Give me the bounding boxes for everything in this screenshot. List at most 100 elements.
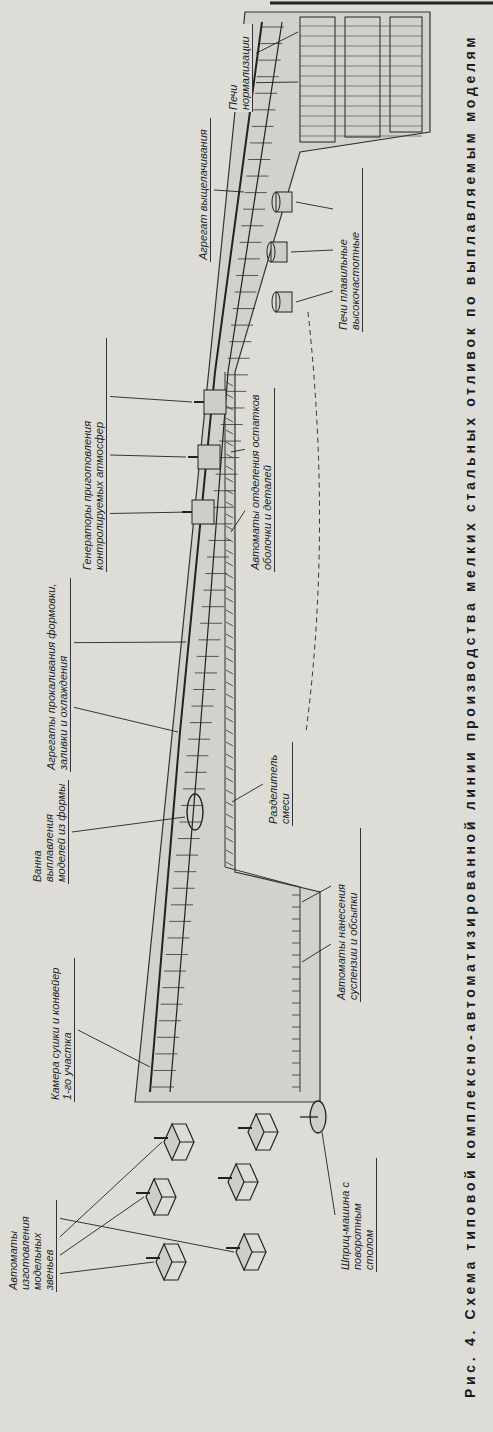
- roller-stroke: [300, 26, 422, 27]
- hanger-stroke: [152, 1087, 174, 1088]
- hanger-stroke: [200, 623, 222, 624]
- rack-stroke: [292, 1015, 300, 1016]
- automaton-machine: [244, 1182, 258, 1183]
- automaton-machine: [228, 1164, 244, 1200]
- leader-line: [60, 1262, 154, 1274]
- rack-stroke: [226, 574, 233, 578]
- rack-stroke: [226, 442, 233, 446]
- rack-stroke: [226, 730, 233, 734]
- hanger-stroke: [195, 672, 217, 673]
- callout-label: Шприц-машина с поворотным столом: [338, 1158, 377, 1272]
- furnace-body: [390, 17, 422, 132]
- leader-line: [60, 1142, 162, 1237]
- rack-stroke: [226, 454, 233, 458]
- generator-box: [192, 500, 214, 524]
- hanger-stroke: [197, 656, 219, 657]
- hanger-stroke: [252, 126, 274, 127]
- rack-stroke: [292, 931, 300, 932]
- rack-stroke: [226, 742, 233, 746]
- hanger-stroke: [240, 242, 262, 243]
- hanger-stroke: [154, 1070, 176, 1071]
- hanger-stroke: [169, 921, 191, 922]
- hanger-stroke: [161, 1004, 183, 1005]
- roller-stroke: [300, 116, 422, 117]
- hanger-stroke: [226, 374, 248, 375]
- roller-stroke: [300, 96, 422, 97]
- callout-label: Генераторы приготовления контролируемых …: [80, 338, 107, 572]
- leader-line: [232, 784, 263, 802]
- automaton-machine: [156, 1244, 172, 1280]
- rack-stroke: [292, 1027, 300, 1028]
- automaton-machine: [218, 1177, 232, 1179]
- hanger-stroke: [198, 639, 220, 640]
- hanger-stroke: [205, 573, 227, 574]
- roller-stroke: [300, 66, 422, 67]
- automaton-machine: [136, 1192, 150, 1194]
- leader-line: [296, 291, 333, 302]
- automaton-machine: [226, 1247, 240, 1249]
- hanger-stroke: [247, 176, 269, 177]
- automaton-machine: [154, 1137, 168, 1139]
- callout-label: Автоматы изготовления модельных звеньев: [6, 1200, 57, 1292]
- hanger-stroke: [217, 457, 239, 458]
- turn-wheel: [187, 794, 203, 830]
- hanger-stroke: [219, 441, 241, 442]
- automaton-machine: [146, 1179, 162, 1215]
- roller-stroke: [300, 136, 422, 137]
- automaton-machine: [236, 1164, 258, 1200]
- rack-stroke: [226, 646, 233, 650]
- leader-line: [74, 707, 178, 732]
- leader-line: [110, 397, 192, 403]
- hanger-stroke: [238, 258, 260, 259]
- leader-line: [256, 82, 298, 84]
- hanger-stroke: [209, 540, 231, 541]
- callout-label: Камера сушки и конвейер 1-го участка: [48, 958, 75, 1102]
- rack-stroke: [226, 802, 233, 806]
- hanger-stroke: [245, 192, 267, 193]
- hanger-stroke: [204, 590, 226, 591]
- callout-label: Печи плавильные высокочастотные: [336, 168, 363, 332]
- automaton-machine: [252, 1252, 266, 1253]
- rack-stroke: [226, 610, 233, 614]
- rack-stroke: [226, 838, 233, 842]
- hanger-stroke: [260, 43, 282, 44]
- callout-label: Агрегат выщелачивания: [196, 118, 211, 262]
- automaton-machine: [236, 1234, 252, 1270]
- rack-stroke: [226, 394, 233, 398]
- callout-label: Автоматы нанесения суспензии и обсыпки: [334, 828, 361, 1002]
- rack-stroke: [226, 706, 233, 710]
- melting-furnace: [267, 242, 275, 262]
- hanger-stroke: [183, 788, 205, 789]
- leader-line: [214, 190, 244, 192]
- hanger-stroke: [164, 971, 186, 972]
- rack-stroke: [226, 406, 233, 410]
- automaton-machine: [164, 1124, 180, 1160]
- rack-stroke: [226, 658, 233, 662]
- line-outline: [135, 12, 430, 1102]
- hanger-stroke: [224, 391, 246, 392]
- leader-line: [302, 886, 331, 902]
- hanger-stroke: [174, 871, 196, 872]
- roller-stroke: [300, 46, 422, 47]
- rack-stroke: [226, 418, 233, 422]
- rack-stroke: [292, 1075, 300, 1076]
- rack-stroke: [292, 1051, 300, 1052]
- hanger-stroke: [178, 838, 200, 839]
- roller-stroke: [300, 86, 422, 87]
- generator-box: [194, 401, 204, 403]
- hanger-stroke: [262, 27, 284, 28]
- roller-stroke: [300, 106, 422, 107]
- hanger-stroke: [176, 855, 198, 856]
- hanger-stroke: [190, 722, 212, 723]
- rack-stroke: [292, 991, 300, 992]
- hanger-stroke: [181, 805, 203, 806]
- hanger-stroke: [173, 888, 195, 889]
- page-rule: [270, 2, 493, 5]
- rack-stroke: [292, 1039, 300, 1040]
- hanger-stroke: [236, 275, 258, 276]
- generator-box: [204, 390, 226, 414]
- conveyor-rail: [225, 372, 300, 1092]
- hanger-stroke: [257, 76, 279, 77]
- rack-stroke: [292, 895, 300, 896]
- roller-stroke: [300, 36, 422, 37]
